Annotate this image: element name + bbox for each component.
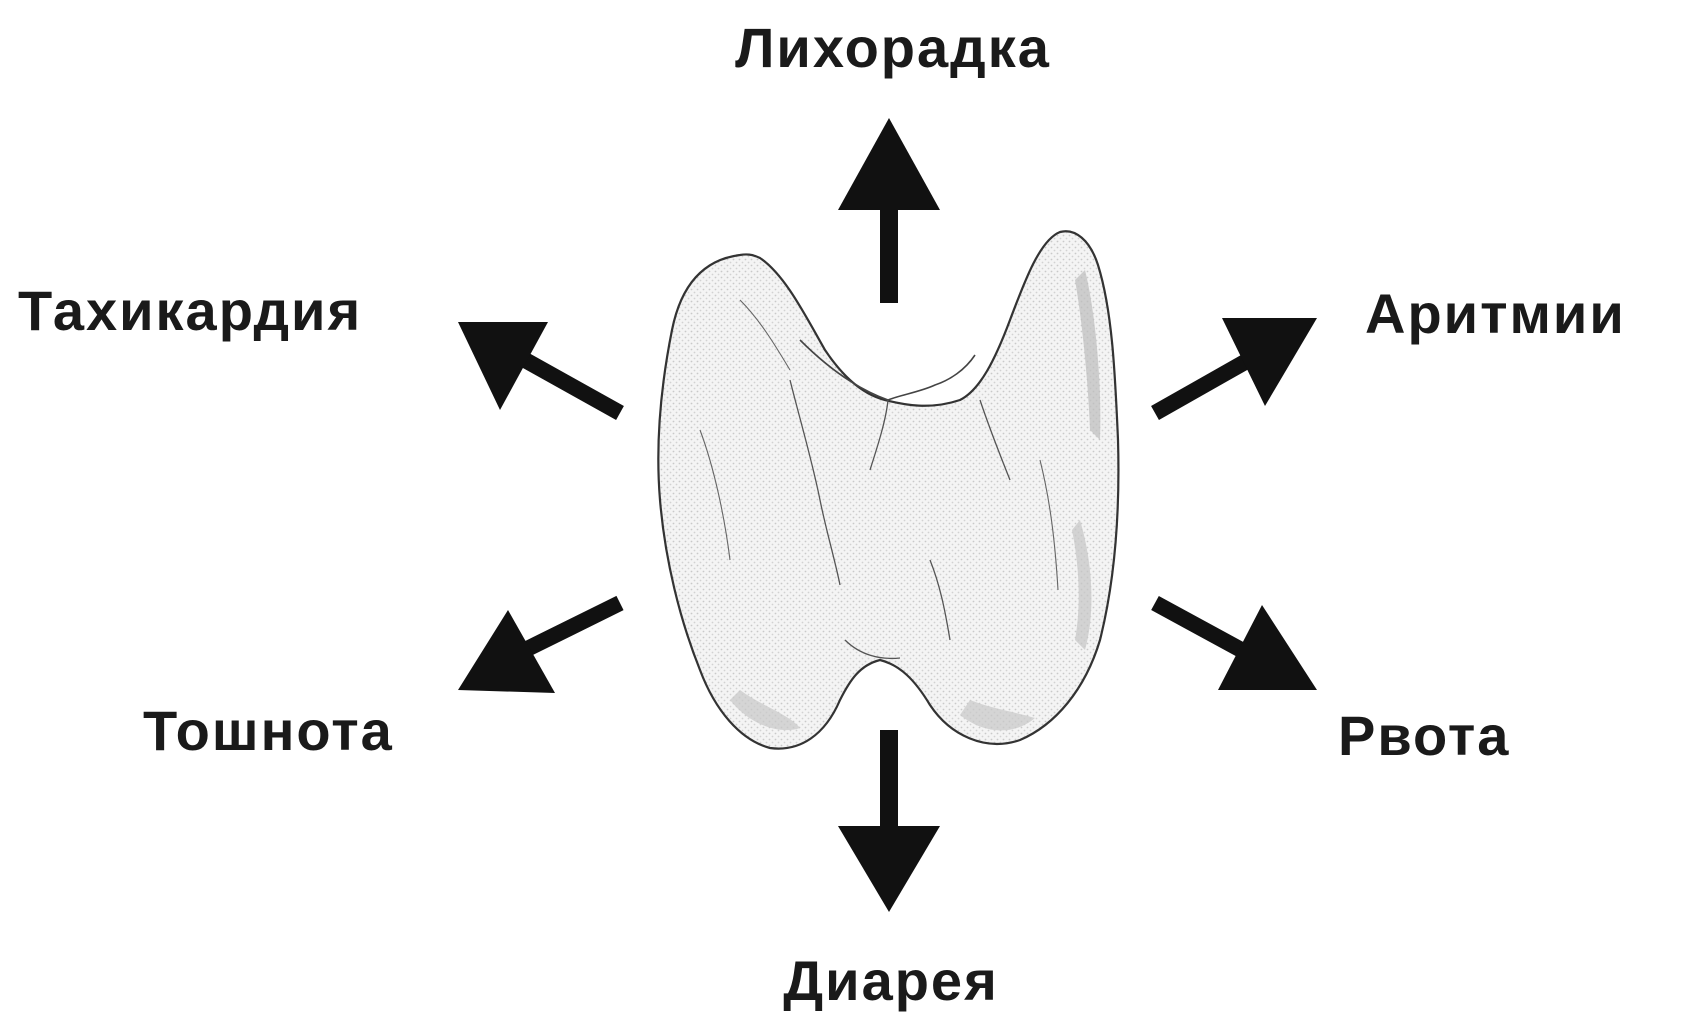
symptom-label-top: Лихорадка — [735, 16, 1051, 79]
arrow-down-icon — [838, 730, 940, 912]
arrow-lower-right-icon — [1155, 603, 1317, 690]
symptom-label-lower-right: Рвота — [1338, 704, 1510, 767]
arrow-upper-left-icon — [458, 322, 620, 413]
arrow-lower-left-icon — [458, 603, 620, 693]
symptom-label-bottom: Диарея — [783, 949, 999, 1012]
arrow-upper-right-icon — [1155, 318, 1317, 413]
symptom-label-upper-right: Аритмии — [1365, 282, 1626, 345]
symptom-label-lower-left: Тошнота — [143, 699, 394, 762]
symptom-label-upper-left: Тахикардия — [18, 279, 362, 342]
arrow-up-icon — [838, 118, 940, 303]
thyroid-gland-icon — [658, 231, 1118, 748]
